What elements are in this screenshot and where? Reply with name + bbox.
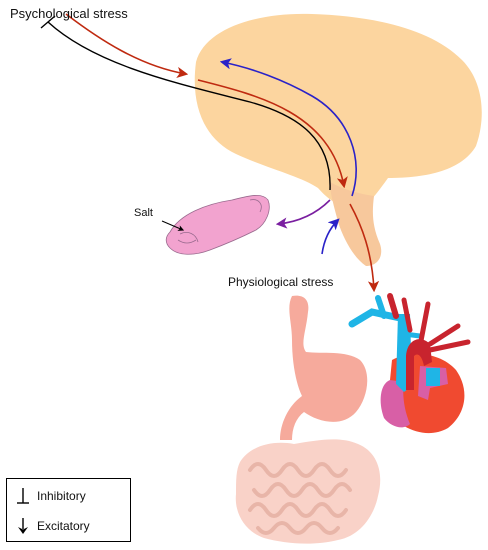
brain-shape — [194, 13, 482, 208]
vessel-blue-left — [348, 308, 404, 328]
psychological-to-brain-arrow — [65, 13, 189, 78]
vessel-red-left — [387, 293, 399, 319]
psychological-stress-label: Psychological stress — [10, 6, 128, 21]
vessel-red-mid — [417, 301, 431, 349]
vessel-red-up — [401, 297, 413, 333]
heart — [348, 293, 471, 434]
physiological-stress-label: Physiological stress — [228, 275, 334, 289]
heart-left-atrium — [380, 380, 410, 428]
excitatory-arrow-icon — [18, 518, 28, 534]
brainstem-shape — [330, 182, 382, 266]
inhibitory-pathway — [47, 21, 331, 191]
intestine-coils — [248, 462, 352, 535]
legend-inhibitory-label: Inhibitory — [37, 489, 86, 503]
legend: Inhibitory Excitatory — [6, 478, 131, 542]
vessel-red-far-right — [427, 339, 471, 353]
inhibitory-icon — [17, 488, 29, 504]
tongue-fold — [179, 232, 199, 243]
legend-excitatory-label: Excitatory — [37, 519, 90, 533]
physiological-stress-arrow — [321, 218, 340, 255]
vessel-blue-up — [375, 295, 387, 319]
tongue-shape — [165, 195, 270, 255]
tongue-fold — [177, 239, 197, 244]
salt-label: Salt — [134, 207, 153, 219]
salt-pointer-arrow — [161, 220, 185, 231]
stomach-shape — [280, 295, 368, 440]
pulmonary-vessel — [426, 368, 440, 386]
vessel-blue-right — [401, 331, 423, 339]
brain-ascending-arrow — [219, 58, 357, 197]
inhibitory-tbar — [40, 15, 56, 29]
aorta-arch — [406, 339, 432, 390]
tongue-fold — [249, 199, 262, 213]
brain-descending-arrow — [197, 79, 348, 189]
vessel-red-right — [427, 323, 461, 347]
brainstem-to-heart-arrow — [349, 203, 380, 293]
brain-to-tongue-arrow — [275, 199, 331, 229]
